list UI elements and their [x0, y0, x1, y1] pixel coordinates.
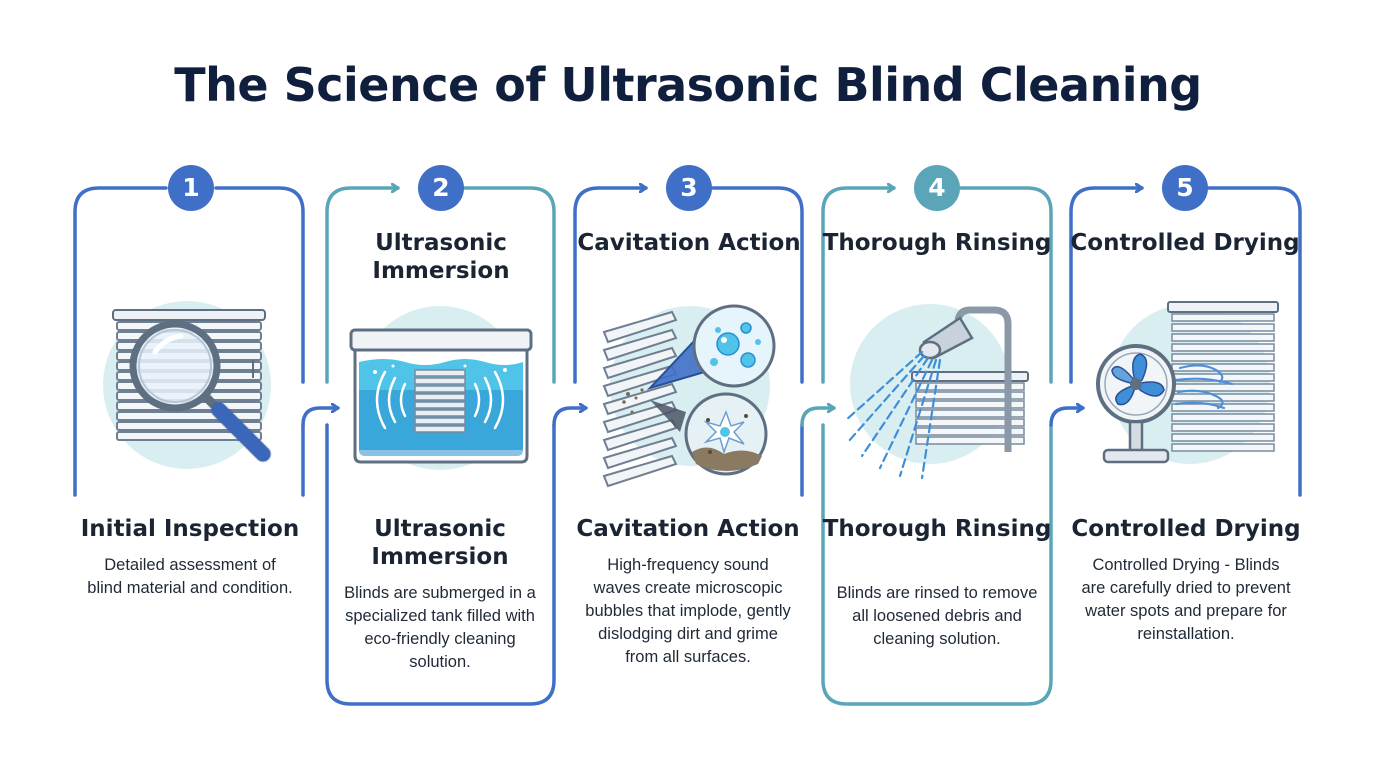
step-5-top-title: Controlled Drying — [1070, 230, 1300, 256]
frame-step-2 — [325, 188, 556, 384]
step-5-description: Controlled Drying - Blinds are carefully… — [1081, 556, 1291, 643]
shower-rinse-icon — [844, 304, 1029, 480]
step-5-badge: 5 — [1162, 165, 1208, 211]
magnifier-over-blinds-icon — [103, 301, 272, 469]
step-2-heading: Ultrasonic Immersion — [371, 516, 509, 570]
step-5-heading: Controlled Drying — [1071, 516, 1301, 542]
step-3-badge: 3 — [666, 165, 712, 211]
step-1-heading: Initial Inspection — [80, 516, 300, 542]
step-1-badge: 1 — [168, 165, 214, 211]
frame-step-4 — [800, 188, 1053, 706]
step-4-top-title: Thorough Rinsing — [822, 230, 1052, 256]
frame-step-3 — [552, 188, 804, 497]
step-3-top-title: Cavitation Action — [577, 230, 801, 256]
ultrasonic-tank-icon — [349, 306, 533, 470]
frame-step-1 — [73, 186, 305, 497]
fan-drying-icon — [1096, 301, 1279, 464]
step-4-description: Blinds are rinsed to remove all loosened… — [836, 584, 1038, 648]
cavitation-bubbles-icon — [602, 304, 776, 488]
step-2-description: Blinds are submerged in a specialized ta… — [344, 584, 536, 671]
step-2-top-title: Ultrasonic Immersion — [372, 230, 510, 284]
step-4-heading: Thorough Rinsing — [822, 516, 1052, 542]
frame-step-5 — [1049, 188, 1302, 497]
step-2-badge: 2 — [418, 165, 464, 211]
step-4-badge: 4 — [914, 165, 960, 211]
step-1-description: Detailed assessment of blind material an… — [87, 556, 293, 597]
step-3-heading: Cavitation Action — [576, 516, 800, 542]
page-title: The Science of Ultrasonic Blind Cleaning — [174, 58, 1202, 112]
step-3-description: High-frequency sound waves create micros… — [585, 556, 791, 666]
